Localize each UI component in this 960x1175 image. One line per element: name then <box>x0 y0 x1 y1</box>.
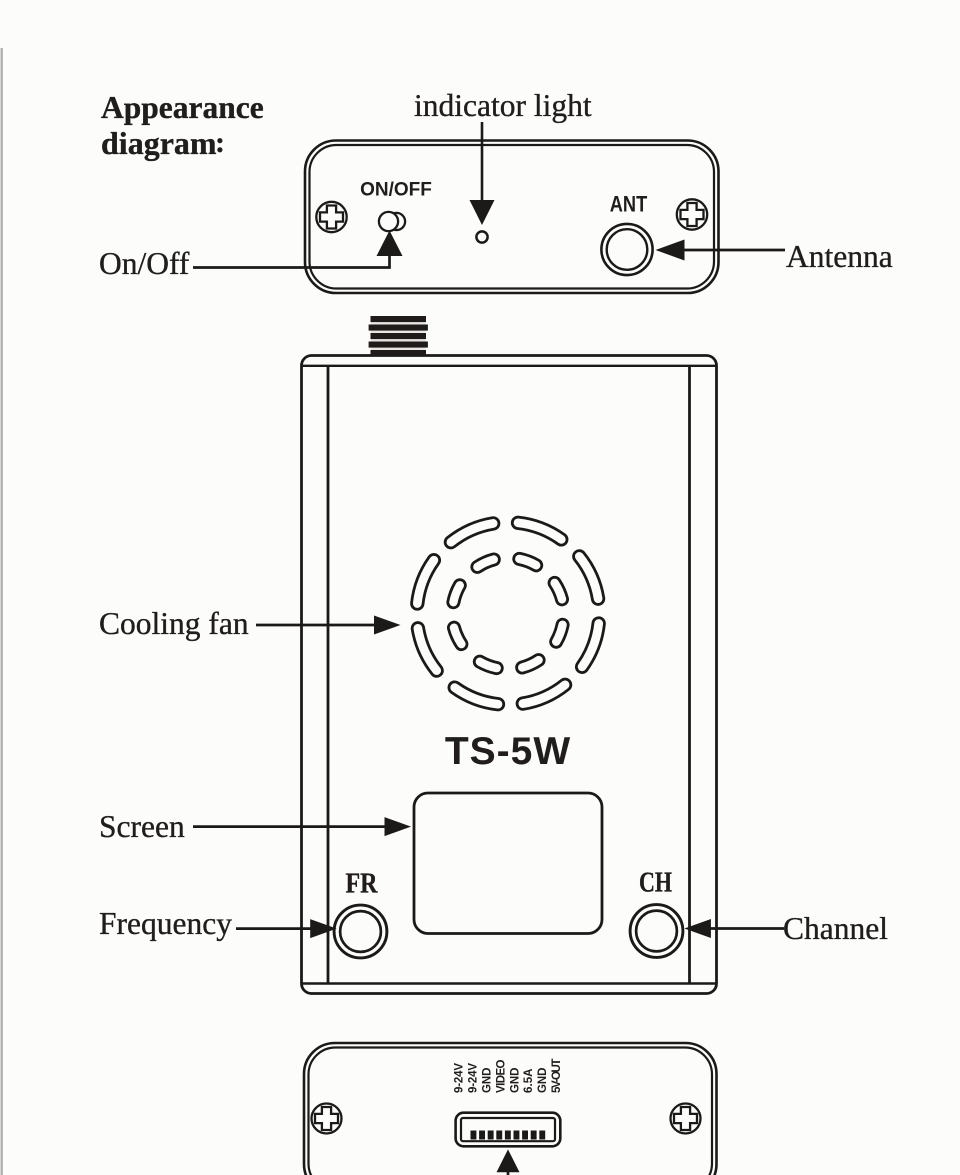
svg-text:Frequency: Frequency <box>99 906 232 941</box>
svg-text::: : <box>215 126 225 159</box>
svg-text:ON/OFF: ON/OFF <box>360 180 432 201</box>
svg-text:On/Off: On/Off <box>99 246 190 281</box>
svg-text:CH: CH <box>639 868 672 899</box>
svg-text:Channel: Channel <box>783 911 888 946</box>
svg-text:9-24V: 9-24V <box>453 1063 465 1093</box>
svg-text:FR: FR <box>346 869 379 900</box>
svg-text:Cooling fan: Cooling fan <box>99 606 249 641</box>
svg-text:6.5A: 6.5A <box>523 1069 535 1094</box>
svg-text:GND: GND <box>510 1068 522 1094</box>
svg-text:VIDEO: VIDEO <box>495 1059 507 1093</box>
svg-text:5V-OUT: 5V-OUT <box>551 1059 563 1094</box>
svg-text:ANT: ANT <box>610 192 648 217</box>
svg-text:9-24V: 9-24V <box>467 1063 479 1093</box>
svg-text:Appearance: Appearance <box>101 90 264 125</box>
svg-text:diagram: diagram <box>101 125 217 161</box>
svg-text:Antenna: Antenna <box>786 239 893 274</box>
svg-text:indicator light: indicator light <box>414 88 592 123</box>
svg-text:TS-5W: TS-5W <box>445 730 571 773</box>
svg-text:GND: GND <box>537 1068 549 1094</box>
svg-text:GND: GND <box>481 1068 493 1094</box>
svg-text:Screen: Screen <box>99 809 185 844</box>
